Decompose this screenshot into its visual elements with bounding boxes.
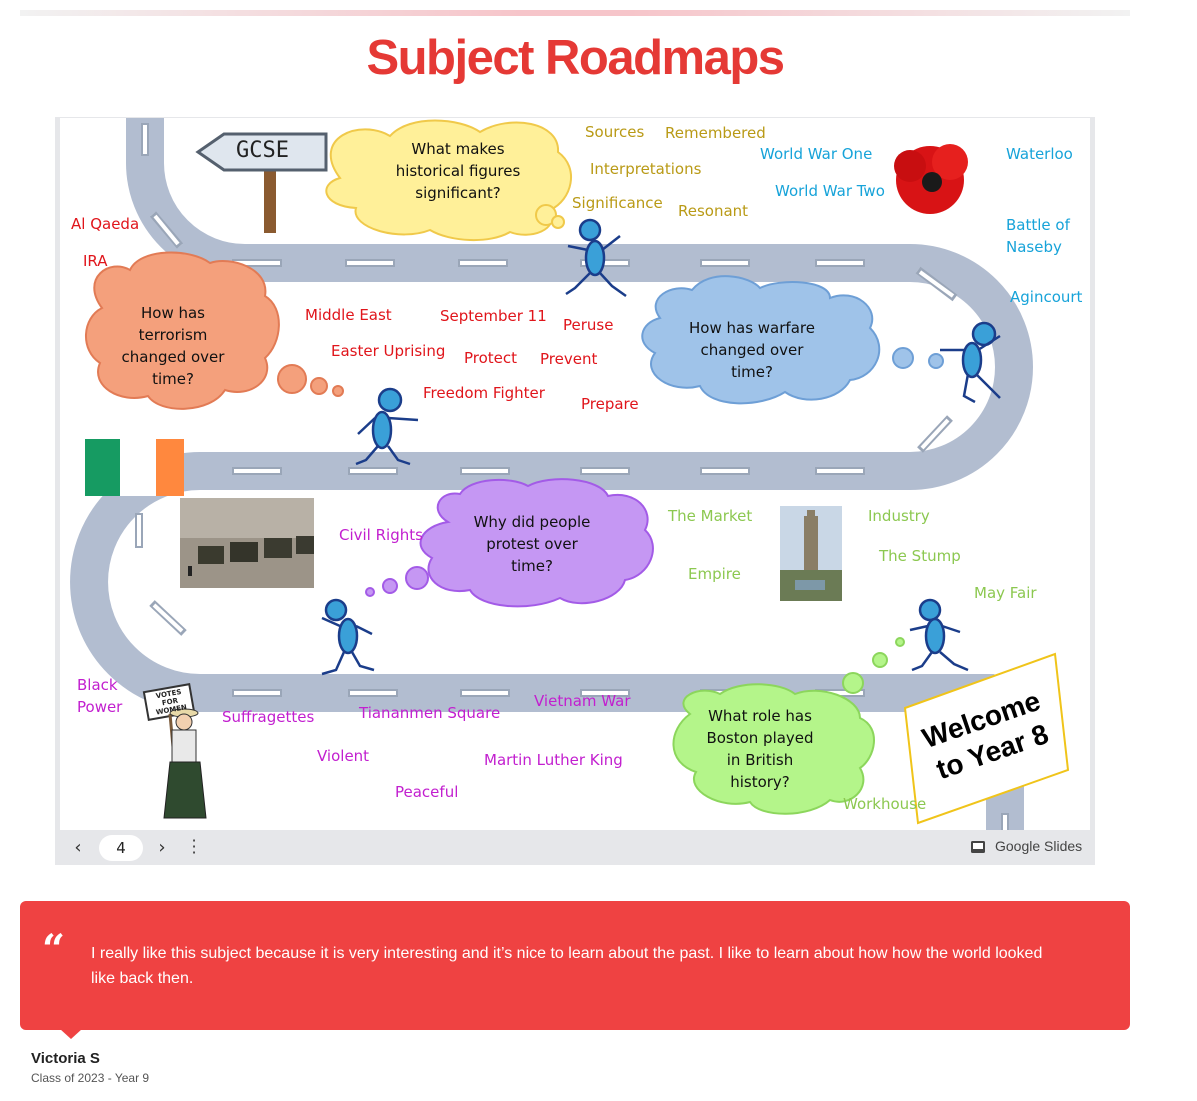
keyword-tiananmen-square: Tiananmen Square xyxy=(359,704,501,722)
bubble-line: protest over xyxy=(486,535,578,553)
bubble-significant: What makes historical figures significan… xyxy=(358,138,558,204)
bubble-boston-shape xyxy=(672,637,905,815)
bubble-warfare-shape xyxy=(641,275,944,405)
google-slides-icon xyxy=(971,841,985,853)
keyword-protect: Protect xyxy=(464,349,518,367)
runner-figure xyxy=(355,387,419,466)
keyword-peruse: Peruse xyxy=(563,316,614,334)
bubble-line: time? xyxy=(511,557,553,575)
roadmap-graphics xyxy=(70,118,1070,830)
bubble-line: What role has xyxy=(708,707,812,725)
keyword-freedom-fighter: Freedom Fighter xyxy=(423,384,545,402)
keyword-suffragettes: Suffragettes xyxy=(222,708,315,726)
keyword-world-war-one: World War One xyxy=(760,145,873,163)
keyword-workhouse: Workhouse xyxy=(843,795,927,813)
bubble-line: changed over xyxy=(121,348,225,366)
testimonial-box xyxy=(20,901,1130,1030)
keyword-sources: Sources xyxy=(585,123,645,141)
slides-toolbar: ‹ 4 › ··· Google Slides xyxy=(55,830,1095,865)
suffragette-figure xyxy=(142,683,207,819)
keyword-the-stump: The Stump xyxy=(879,547,961,565)
keyword-civil-rights: Civil Rights xyxy=(339,526,423,544)
keyword-middle-east: Middle East xyxy=(305,306,392,324)
boston-stump-photo xyxy=(780,506,842,601)
bubble-line: How has xyxy=(140,304,205,322)
bubble-terrorism-shape xyxy=(85,251,344,410)
bubble-line: time? xyxy=(731,363,773,381)
runner-figure xyxy=(565,218,627,298)
bubble-protest-shape xyxy=(365,478,654,608)
keyword-may-fair: May Fair xyxy=(974,584,1037,602)
keyword-waterloo: Waterloo xyxy=(1006,145,1073,163)
keyword-the-market: The Market xyxy=(668,507,753,525)
keyword-naseby: Naseby xyxy=(1006,238,1062,256)
irish-flag-image xyxy=(85,439,184,496)
bubble-line: How has warfare xyxy=(689,319,815,337)
roadmap-slide: GCSE What makes historical figures signi… xyxy=(60,118,1090,830)
bubble-protest: Why did people protest over time? xyxy=(457,511,607,577)
keyword-prevent: Prevent xyxy=(540,350,598,368)
slide-number[interactable]: 4 xyxy=(99,835,143,861)
keyword-resonant: Resonant xyxy=(678,202,749,220)
welcome-sign xyxy=(903,652,1070,825)
bubble-line: Boston played xyxy=(706,729,814,747)
keyword-ira: IRA xyxy=(83,252,108,270)
keyword-industry: Industry xyxy=(868,507,930,525)
gcse-sign-label: GCSE xyxy=(236,138,289,163)
keyword-september-11: September 11 xyxy=(440,307,547,325)
bubble-line: terrorism xyxy=(138,326,208,344)
bubble-terrorism: How has terrorism changed over time? xyxy=(98,302,248,390)
keyword-violent: Violent xyxy=(317,747,370,765)
testimonial-pointer xyxy=(60,1029,82,1039)
bubble-significant-shape xyxy=(325,119,573,241)
keyword-significance: Significance xyxy=(572,194,663,212)
keyword-peaceful: Peaceful xyxy=(395,783,459,801)
bubble-line: historical figures xyxy=(395,162,521,180)
testimonial-author: Victoria S xyxy=(31,1050,100,1067)
keyword-black: Black xyxy=(77,676,118,694)
bubble-line: What makes xyxy=(411,140,505,158)
next-slide-button[interactable]: › xyxy=(158,837,166,858)
keyword-interpretations: Interpretations xyxy=(590,160,702,178)
bubble-line: in British xyxy=(726,751,794,769)
keyword-agincourt: Agincourt xyxy=(1010,288,1083,306)
bubble-line: significant? xyxy=(415,184,501,202)
testimonial-quote: I really like this subject because it is… xyxy=(91,945,1043,987)
more-options-icon[interactable]: ··· xyxy=(191,831,197,862)
bubble-line: Why did people xyxy=(473,513,591,531)
keyword-vietnam-war: Vietnam War xyxy=(534,692,631,710)
keyword-empire: Empire xyxy=(688,565,741,583)
runner-figure xyxy=(321,598,375,676)
testimonial-author-meta: Class of 2023 - Year 9 xyxy=(31,1071,150,1085)
keyword-al-qaeda: Al Qaeda xyxy=(71,215,140,233)
page-title: Subject Roadmaps xyxy=(366,31,785,85)
runner-figure xyxy=(940,321,1001,404)
keyword-world-war-two: World War Two xyxy=(775,182,885,200)
keyword-easter-uprising: Easter Uprising xyxy=(331,342,446,360)
keyword-battle-of: Battle of xyxy=(1006,216,1070,234)
google-slides-link[interactable]: Google Slides xyxy=(995,838,1083,854)
keyword-power: Power xyxy=(77,698,123,716)
bubble-line: history? xyxy=(730,773,790,791)
bubble-line: time? xyxy=(152,370,194,388)
keyword-prepare: Prepare xyxy=(581,395,639,413)
previous-slide-button[interactable]: ‹ xyxy=(74,837,82,858)
bubble-boston: What role has Boston played in British h… xyxy=(690,705,830,793)
slides-embed: GCSE What makes historical figures signi… xyxy=(55,117,1095,865)
gcse-signpost xyxy=(195,132,328,233)
runner-figure xyxy=(909,598,969,672)
poppy-image xyxy=(894,144,968,214)
bubble-warfare: How has warfare changed over time? xyxy=(672,317,832,383)
keyword-martin-luther-king: Martin Luther King xyxy=(484,751,623,769)
tiananmen-photo xyxy=(180,498,314,588)
quote-icon: “ xyxy=(42,926,66,973)
bubble-line: changed over xyxy=(700,341,804,359)
top-divider xyxy=(20,10,1130,16)
keyword-remembered: Remembered xyxy=(665,124,766,142)
